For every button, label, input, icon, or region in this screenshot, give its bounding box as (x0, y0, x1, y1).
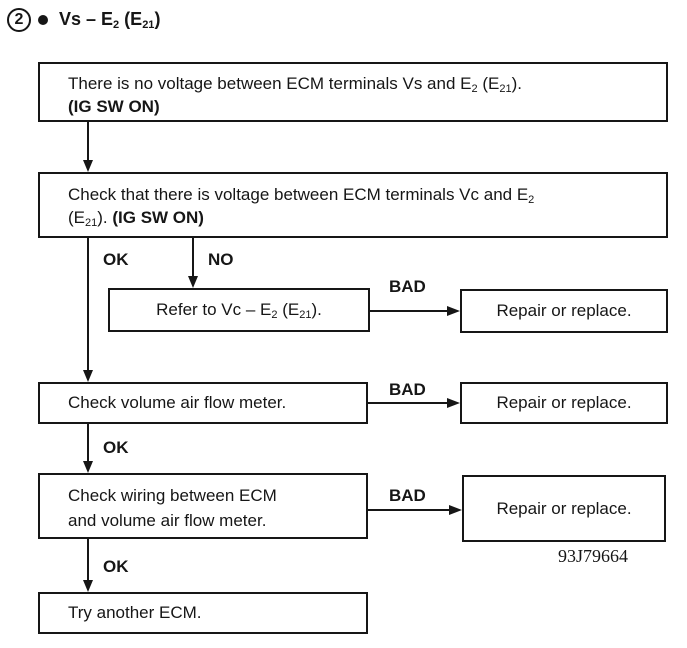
ok-label: OK (103, 438, 129, 457)
check-wiring-line2: and volume air flow meter. (68, 511, 267, 530)
arrow-down-icon (83, 580, 93, 592)
arrow-down-icon (83, 370, 93, 382)
repair-or-replace-box: Repair or replace. (462, 475, 666, 542)
check-voltage-box: Check that there is voltage between ECM … (38, 172, 668, 238)
figure-code: 93J79664 (558, 546, 629, 566)
ok-label: OK (103, 557, 129, 576)
problem-statement-box: There is no voltage between ECM terminal… (38, 62, 668, 122)
ok-label: OK (103, 250, 129, 269)
arrow-down-icon (83, 461, 93, 473)
check-wiring-line1: Check wiring between ECM (68, 486, 277, 505)
check-airflow-meter-box: Check volume air flow meter. (38, 382, 368, 424)
refer-box: Refer to Vc – E2 (E21). (108, 288, 370, 332)
check-voltage-line1: Check that there is voltage between ECM … (68, 185, 535, 206)
bad-label: BAD (389, 277, 426, 296)
bad-label: BAD (389, 486, 426, 505)
problem-statement-line1: There is no voltage between ECM terminal… (68, 74, 522, 95)
problem-statement-line2: (IG SW ON) (68, 97, 160, 116)
check-voltage-line2-start: (E21). (68, 208, 113, 229)
connector-line-bad-path (368, 402, 447, 404)
connector-line-bad-path (368, 509, 449, 511)
connector-line-ok-path (87, 539, 89, 581)
check-wiring-box: Check wiring between ECM and volume air … (38, 473, 368, 539)
arrow-down-icon (83, 160, 93, 172)
no-label: NO (208, 250, 234, 269)
check-voltage-line2: (E21). (IG SW ON) (68, 206, 648, 229)
connector-line-ok-path (87, 238, 89, 370)
page-title: Vs – E2 (E21) (59, 9, 161, 31)
connector-line (87, 122, 89, 161)
repair-or-replace-box: Repair or replace. (460, 289, 668, 333)
connector-line-ok-path (87, 424, 89, 462)
try-another-ecm-box: Try another ECM. (38, 592, 368, 634)
repair-or-replace-box: Repair or replace. (460, 382, 668, 424)
connector-line-bad-path (370, 310, 447, 312)
step-number-circled-icon: 2 (7, 8, 31, 32)
arrow-right-icon (447, 398, 460, 408)
connector-line-no-path (192, 238, 194, 277)
check-voltage-line2-bold: (IG SW ON) (112, 208, 204, 227)
arrow-right-icon (449, 505, 462, 515)
bad-label: BAD (389, 380, 426, 399)
arrow-right-icon (447, 306, 460, 316)
arrow-down-icon (188, 276, 198, 288)
bullet-icon (38, 15, 48, 25)
